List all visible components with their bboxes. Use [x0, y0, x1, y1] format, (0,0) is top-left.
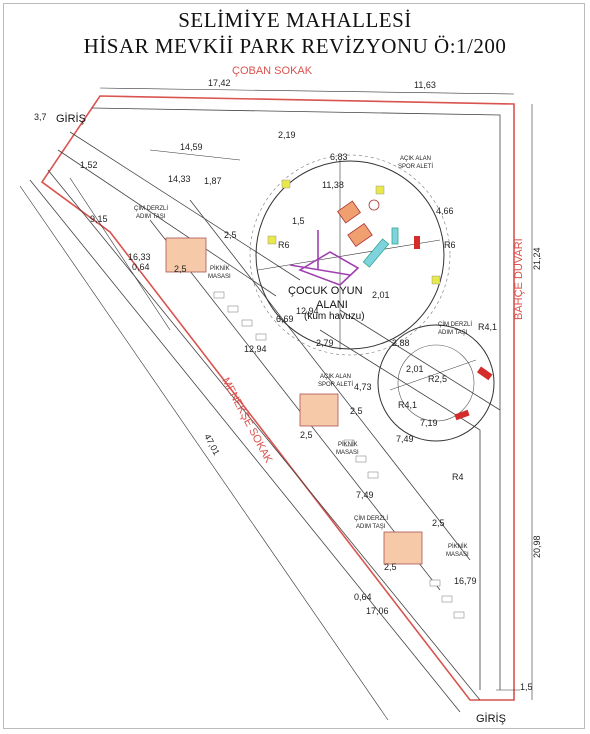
dim-187: 1,87 [204, 176, 222, 186]
dim-25-f: 2,5 [384, 562, 397, 572]
walkway-lines [29, 107, 501, 713]
grass-joint-label-a1: ÇİM DERZLİ [134, 205, 168, 212]
dim-473: 4,73 [354, 382, 372, 392]
picnic-label-c2: MASASI [446, 552, 469, 558]
dim-r41-a: R4,1 [478, 322, 497, 332]
dim-entrance-width: 3,7 [34, 112, 47, 122]
picnic-tables [165, 237, 423, 565]
street-label-menekse: MENEKŞE SOKAK [219, 376, 274, 466]
dim-1138: 11,38 [322, 180, 344, 190]
dim-288: 2,88 [392, 338, 410, 348]
dim-749-b: 7,49 [356, 490, 374, 500]
dim-719: 7,19 [420, 418, 438, 428]
dim-r6-left: R6 [278, 240, 290, 250]
dim-219: 2,19 [278, 130, 296, 140]
playground-equipment [289, 199, 399, 286]
dim-669: 6,69 [276, 314, 294, 324]
picnic-label-c1: PİKNİK [448, 543, 468, 550]
dim-064-b: 0,64 [354, 592, 372, 602]
dim-466: 4,66 [436, 206, 454, 216]
dim-25-c: 2,5 [350, 406, 363, 416]
dimension-lines [19, 87, 533, 721]
dim-25-b: 2,5 [174, 264, 187, 274]
dim-201-b: 2,01 [406, 364, 424, 374]
dim-1679: 16,79 [454, 576, 477, 586]
fitness-equipment-markers [414, 236, 493, 421]
dim-683: 6,83 [330, 152, 348, 162]
dim-top-right: 11,63 [414, 80, 436, 90]
dim-1633: 16,33 [128, 252, 151, 262]
picnic-label-a1: PİKNİK [210, 265, 230, 272]
sport-equipment-label-b1: AÇIK ALAN [320, 374, 351, 380]
dim-right-upper: 21,24 [532, 247, 542, 270]
entrance-label-bottom: GİRİŞ [476, 712, 506, 725]
grass-joint-label-c1: ÇİM DERZLİ [354, 515, 388, 522]
grass-joint-label-a2: ADIM TAŞI [136, 214, 166, 220]
title-line-1: SELİMİYE MAHALLESİ [178, 8, 412, 32]
dimension-text: 17,42 11,63 3,7 21,24 20,98 1,5 47,01 14… [34, 78, 542, 692]
dim-15: 1,5 [292, 216, 305, 226]
dim-r4: R4 [452, 472, 464, 482]
grass-joint-label-b1: ÇİM DERZLİ [438, 321, 472, 328]
play-area-label-3: (kum havuzu) [304, 311, 365, 322]
dim-152: 1,52 [80, 160, 98, 170]
dim-bottom-right: 1,5 [520, 682, 533, 692]
drawing-border [3, 3, 585, 729]
grass-joint-label-b2: ADIM TAŞI [438, 330, 468, 336]
site-boundary [40, 95, 515, 701]
street-label-coban: ÇOBAN SOKAK [232, 65, 313, 77]
dim-279: 2,79 [316, 338, 334, 348]
grass-joint-label-c2: ADIM TAŞI [356, 524, 386, 530]
dim-25-e: 2,5 [432, 518, 445, 528]
dim-25-d: 2,5 [300, 430, 313, 440]
sport-equipment-label-a1: AÇIK ALAN [400, 156, 431, 162]
play-area-label-1: ÇOCUK OYUN [288, 285, 363, 297]
entrance-label-top: GİRİŞ [56, 112, 86, 125]
dim-915: 9,15 [90, 214, 108, 224]
dim-r25: R2,5 [428, 374, 447, 384]
sport-equipment-label-b2: SPOR ALETİ [318, 381, 353, 388]
play-area-circle [249, 154, 451, 356]
wall-label: BAHÇE DUVARI [513, 238, 525, 320]
dim-1294-b: 12,94 [244, 344, 267, 354]
secondary-circle [377, 324, 495, 442]
sport-equipment-label-a2: SPOR ALETİ [398, 163, 433, 170]
dim-r6-right: R6 [444, 240, 456, 250]
dim-1294-a: 12,94 [296, 306, 319, 316]
dim-r41-b: R4,1 [398, 400, 417, 410]
dim-25-a: 2,5 [224, 230, 237, 240]
dim-right-lower: 20,98 [532, 535, 542, 558]
dim-menekse-length: 47,01 [202, 432, 221, 457]
stepping-stones [213, 291, 465, 619]
bench-markers [267, 179, 441, 285]
play-area-label-2: ALANI [316, 299, 348, 311]
dim-749-a: 7,49 [396, 434, 414, 444]
picnic-label-b2: MASASI [336, 450, 359, 456]
dim-1706: 17,06 [366, 606, 389, 616]
dim-064-a: 0,64 [132, 262, 150, 272]
title-line-2: HİSAR MEVKİİ PARK REVİZYONU Ö:1/200 [83, 34, 507, 58]
dim-201-a: 2,01 [372, 290, 390, 300]
picnic-label-b1: PİKNİK [338, 441, 358, 448]
picnic-label-a2: MASASI [208, 274, 231, 280]
dim-path-1: 14,59 [180, 142, 203, 152]
dim-top-left: 17,42 [208, 78, 231, 88]
dim-path-2: 14,33 [168, 174, 191, 184]
